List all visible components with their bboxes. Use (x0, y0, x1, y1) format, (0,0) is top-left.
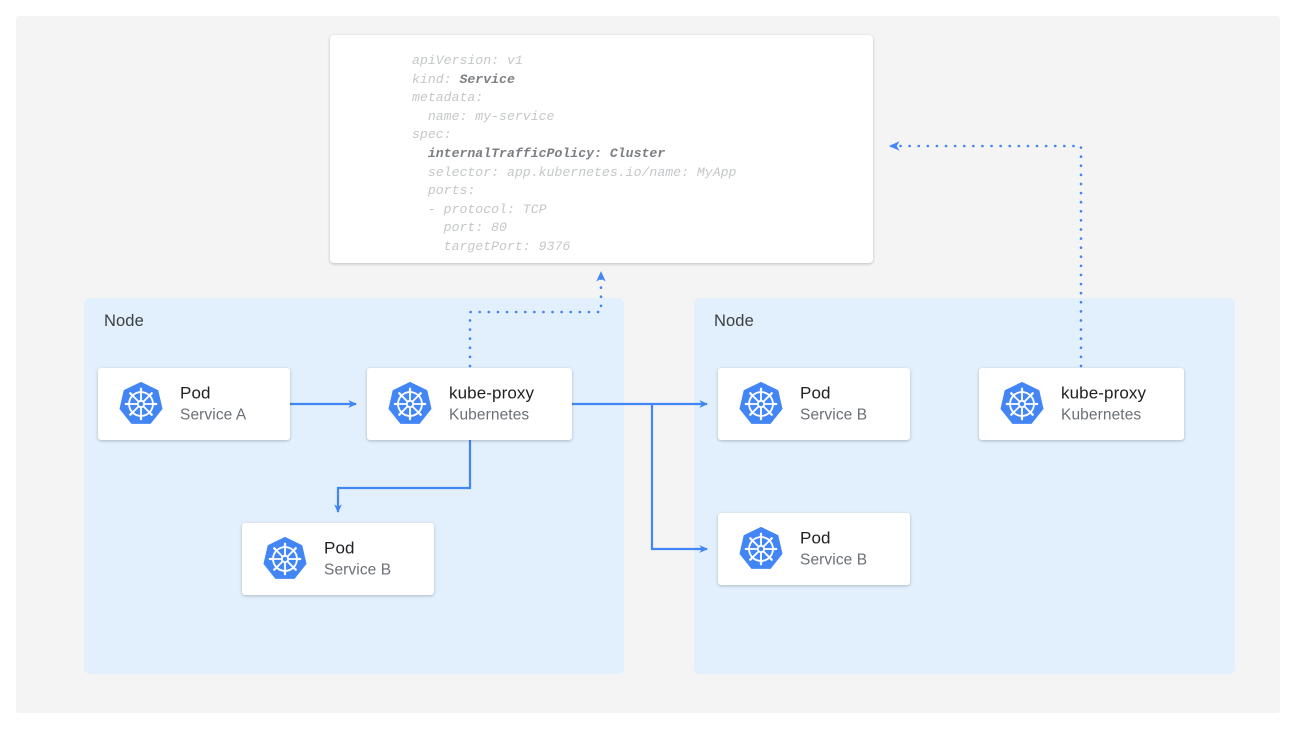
card-subtitle: Service A (180, 406, 247, 424)
kubernetes-icon (738, 381, 784, 427)
manifest-line: targetPort: 9376 (412, 238, 571, 254)
card-pod-service-b-left[interactable]: Pod Service B (242, 523, 434, 595)
manifest-line: selector: app.kubernetes.io/name: MyApp (412, 164, 737, 180)
manifest-line: metadata: (412, 90, 484, 106)
node-group-right: Node (694, 298, 1235, 674)
manifest-line: spec: (412, 127, 452, 143)
card-subtitle: Service B (800, 551, 868, 569)
card-subtitle: Kubernetes (1061, 406, 1142, 424)
card-text: Pod Service B (800, 528, 867, 571)
card-text: Pod Service A (180, 383, 246, 426)
card-text: Pod Service B (800, 383, 867, 426)
manifest-line: internalTrafficPolicy: Cluster (412, 145, 666, 161)
kubernetes-icon (118, 381, 164, 427)
card-subtitle: Kubernetes (449, 406, 530, 424)
card-kube-proxy-right[interactable]: kube-proxy Kubernetes (979, 368, 1184, 440)
card-pod-service-b-right-top[interactable]: Pod Service B (718, 368, 910, 440)
manifest-line: - protocol: TCP (412, 201, 547, 217)
card-title: Pod (800, 383, 831, 403)
kubernetes-icon (262, 536, 308, 582)
kubernetes-icon (738, 526, 784, 572)
card-text: kube-proxy Kubernetes (1061, 383, 1146, 426)
kubernetes-icon (387, 381, 433, 427)
node-label-left: Node (104, 312, 144, 330)
card-title: Pod (180, 383, 211, 403)
manifest-line: port: 80 (412, 220, 507, 236)
card-title: Pod (324, 538, 355, 558)
card-pod-service-a[interactable]: Pod Service A (98, 368, 290, 440)
card-title: kube-proxy (449, 383, 535, 403)
manifest-line: name: my-service (412, 108, 555, 124)
card-subtitle: Service B (324, 561, 392, 579)
service-manifest-text: apiVersion: v1 kind: Service metadata: nam… (412, 52, 736, 257)
manifest-line: kind: Service (412, 71, 515, 87)
card-text: kube-proxy Kubernetes (449, 383, 534, 426)
node-label-right: Node (714, 312, 754, 330)
card-text: Pod Service B (324, 538, 391, 581)
card-subtitle: Service B (800, 406, 868, 424)
manifest-line: apiVersion: v1 (412, 53, 523, 68)
card-pod-service-b-right-bottom[interactable]: Pod Service B (718, 513, 910, 585)
card-title: Pod (800, 528, 831, 548)
node-group-left: Node (84, 298, 624, 674)
service-manifest-card: apiVersion: v1 kind: Service metadata: nam… (330, 35, 873, 263)
card-kube-proxy-left[interactable]: kube-proxy Kubernetes (367, 368, 572, 440)
kubernetes-icon (999, 381, 1045, 427)
manifest-line: ports: (412, 183, 476, 199)
card-title: kube-proxy (1061, 383, 1147, 403)
